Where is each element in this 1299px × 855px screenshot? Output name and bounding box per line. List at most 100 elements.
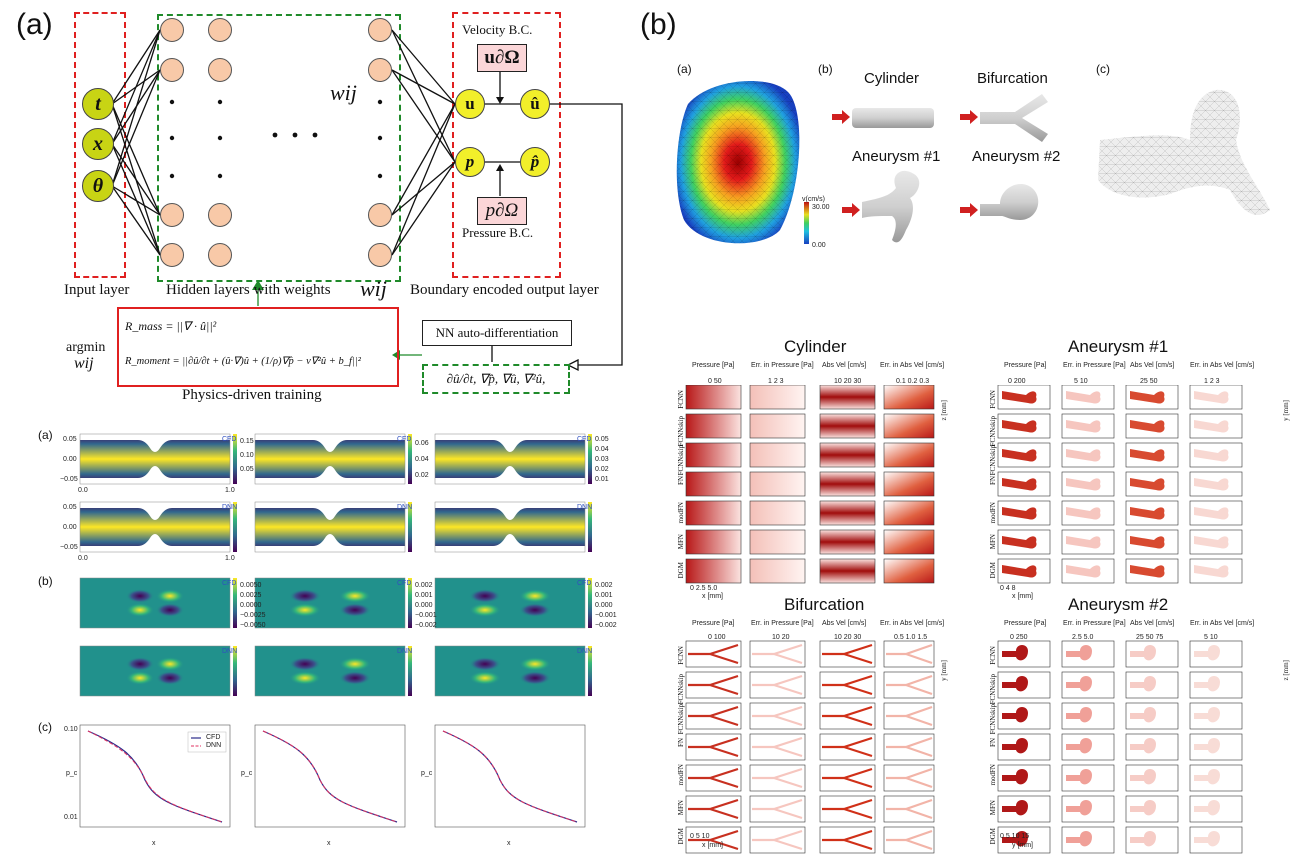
- cbar-tick: −0.001: [415, 612, 437, 619]
- hidden-node: [160, 58, 184, 82]
- col-header: Err. in Pressure [Pa]: [751, 620, 814, 627]
- section-title-aneurysm2: Aneurysm #2: [1068, 595, 1169, 614]
- x-tick-start: 0.0: [78, 555, 88, 562]
- row-label: DGM: [989, 828, 997, 845]
- results-thumbnails: [685, 385, 1243, 854]
- legend-dnn: DNN: [206, 742, 222, 749]
- cbar-tick: 0.02: [595, 466, 609, 473]
- col-header: Err. in Abs Vel [cm/s]: [1190, 362, 1255, 369]
- row-label: FCNNskip: [677, 674, 685, 705]
- shape-cylinder-label: Cylinder: [864, 70, 920, 87]
- dnn-label: DNN: [577, 648, 593, 655]
- dnn-label: DNN: [397, 648, 413, 655]
- row-label: MFN: [989, 800, 997, 816]
- c-xlabel: x: [507, 840, 511, 847]
- col-header: Err. in Abs Vel [cm/s]: [1190, 620, 1255, 627]
- pressure-bc-title: Pressure B.C.: [462, 225, 534, 240]
- hidden-node: [208, 203, 232, 227]
- input-layer-label: Input layer: [64, 282, 130, 298]
- colorbar-max: 30.00: [812, 204, 830, 211]
- shape-bifurcation-label: Bifurcation: [977, 70, 1048, 87]
- output-node-p: p: [455, 147, 485, 177]
- col-ticks: 10 20 30: [834, 634, 862, 641]
- cbar-tick: −0.002: [595, 622, 617, 629]
- cbar-tick: −0.0025: [240, 612, 266, 619]
- c-ytick: 0.10: [64, 726, 78, 733]
- output-node-u: u: [455, 89, 485, 119]
- row-label: MFN: [677, 534, 685, 550]
- c-ytick: 0.01: [64, 814, 78, 821]
- r-moment: R_moment = ||∂û/∂t + (û·∇)û + (1/ρ)∇p̂ −…: [125, 356, 361, 367]
- x-ticks: 0.0: [78, 487, 88, 494]
- shape-aneurysm1-label: Aneurysm #1: [852, 148, 941, 165]
- col-header: Err. in Pressure [Pa]: [751, 362, 814, 369]
- col-ticks: 0 100: [708, 634, 726, 641]
- col-header: Err. in Pressure [Pa]: [1063, 362, 1126, 369]
- row-label: FN: [677, 476, 685, 485]
- row-label: FCNN: [989, 646, 997, 665]
- col-header: Abs Vel [cm/s]: [822, 620, 867, 627]
- col-header: Err. in Abs Vel [cm/s]: [880, 362, 945, 369]
- x-axis-label: x [mm]: [1012, 593, 1033, 600]
- c-ylabel: p_c: [241, 770, 253, 777]
- row-label: modFN: [989, 502, 997, 524]
- col-header: Err. in Abs Vel [cm/s]: [880, 620, 945, 627]
- dnn-label: DNN: [397, 504, 413, 511]
- argmin-sub: wij: [74, 355, 94, 372]
- sub-a-letter: (a): [38, 428, 53, 442]
- velocity-bc-box: u∂Ω: [477, 44, 527, 72]
- cbar-tick: 0.05: [240, 466, 254, 473]
- dnn-label: DNN: [222, 648, 238, 655]
- hidden-node: [208, 58, 232, 82]
- row-label: FN: [989, 476, 997, 485]
- hidden-layer-label: Hidden layers with weights: [166, 282, 331, 298]
- cbar-tick: 0.002: [595, 582, 613, 589]
- b-sub-b: (b): [818, 62, 833, 76]
- training-label: Physics-driven training: [182, 387, 322, 403]
- cbar-tick: 0.15: [240, 438, 254, 445]
- hidden-node: [208, 18, 232, 42]
- dnn-label: DNN: [577, 504, 593, 511]
- col-header: Pressure [Pa]: [1004, 620, 1047, 627]
- y-axis-label: y [mm]: [940, 660, 948, 681]
- cbar-tick: 0.05: [595, 436, 609, 443]
- y-tick: 0.00: [63, 456, 77, 463]
- x-axis-label: x [mm]: [702, 593, 723, 600]
- col-header: Pressure [Pa]: [692, 362, 735, 369]
- col-header: Abs Vel [cm/s]: [1130, 362, 1175, 369]
- output-layer-box: [452, 12, 561, 278]
- row-label: FCNNskip: [989, 416, 997, 447]
- row-label: DGM: [677, 828, 685, 845]
- autodiff-box: NN auto-differentiation: [422, 320, 572, 346]
- c-xlabel: x: [327, 840, 331, 847]
- y-tick: −0.05: [60, 476, 78, 483]
- colorbar-min: 0.00: [812, 242, 826, 249]
- x-ticks: 0 5 10 15: [1000, 833, 1030, 840]
- b-sub-c: (c): [1096, 62, 1110, 76]
- col-ticks: 2.5 5.0: [1072, 634, 1094, 641]
- row-label: MFN: [989, 534, 997, 550]
- cbar-tick: 0.002: [415, 582, 433, 589]
- residual-box: R_mass = ||∇ · û||² R_moment = ||∂û/∂t +…: [117, 307, 399, 387]
- col-ticks: 25 50: [1140, 378, 1158, 385]
- hidden-node: [160, 18, 184, 42]
- panel-b-letter: (b): [640, 8, 677, 41]
- x-tick-end: 1.0: [225, 487, 235, 494]
- row-label: DGM: [989, 562, 997, 579]
- c-ylabel: p_c: [421, 770, 433, 777]
- x-ticks: 0 2.5 5.0: [690, 585, 718, 592]
- y-tick: 0.05: [63, 436, 77, 443]
- output-node-uhat: û: [520, 89, 550, 119]
- cbar-tick: −0.002: [415, 622, 437, 629]
- row-label: FCNNskip: [989, 704, 997, 735]
- cbar-tick: 0.04: [595, 446, 609, 453]
- hidden-layer-box: [157, 14, 401, 282]
- sub-c-letter: (c): [38, 720, 52, 734]
- col-header: Abs Vel [cm/s]: [1130, 620, 1175, 627]
- row-label: FN: [989, 738, 997, 747]
- pressure-bc-box: p∂Ω: [477, 197, 527, 225]
- cfd-label: CFD: [577, 580, 592, 587]
- cfd-label: CFD: [577, 436, 592, 443]
- cfd-label: CFD: [397, 580, 412, 587]
- col-ticks: 10 20: [772, 634, 790, 641]
